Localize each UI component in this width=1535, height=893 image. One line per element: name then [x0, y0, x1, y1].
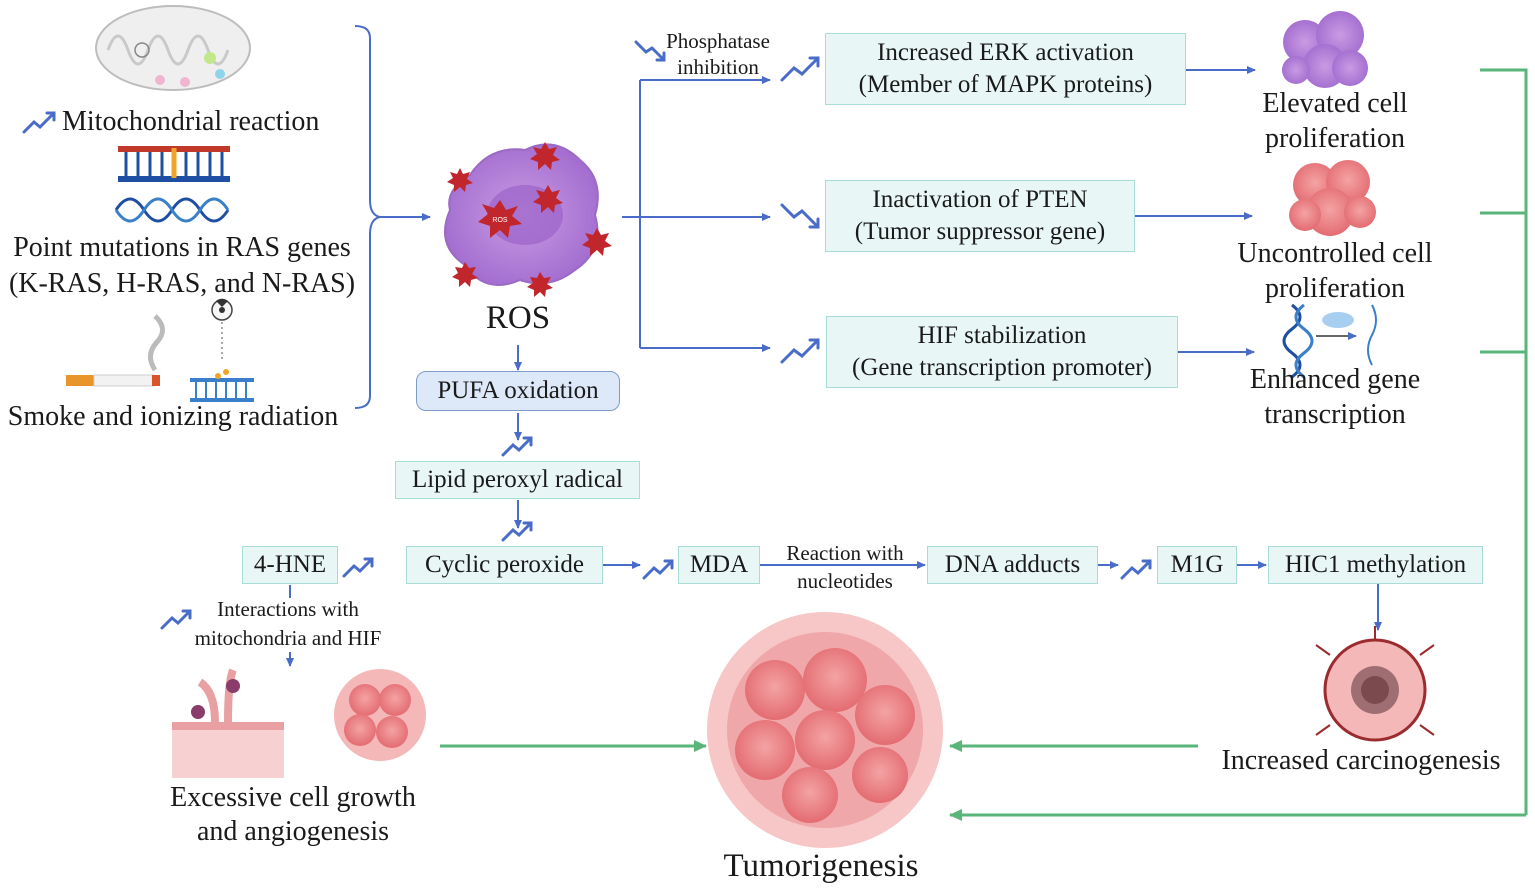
erk-line-2: (Member of MAPK proteins): [858, 71, 1153, 98]
upregulation-icon: [160, 436, 1152, 630]
tumor-mass-icon: [707, 612, 943, 848]
smoke-radiation-label: Smoke and ionizing radiation: [7, 401, 339, 432]
uncontrolled-proliferation-1: Uncontrolled cell: [1237, 238, 1433, 269]
tumor-cluster-icon: [334, 669, 426, 761]
hif-line-1: HIF stabilization: [917, 321, 1087, 349]
hif-stabilization-box: HIF stabilization (Gene transcription pr…: [826, 316, 1178, 388]
mitochondrion-icon: [95, 5, 251, 91]
pufa-oxidation-box: PUFA oxidation: [416, 371, 620, 411]
downregulation-icon: [634, 40, 666, 62]
pten-inactivation-box: Inactivation of PTEN (Tumor suppressor g…: [825, 180, 1135, 252]
uncontrolled-proliferation-2: proliferation: [1265, 273, 1405, 304]
reaction-nucleotides-2: nucleotides: [797, 569, 893, 593]
dna-mutation-icon: [114, 146, 230, 223]
m1g-box: M1G: [1157, 546, 1237, 584]
ros-label: ROS: [485, 300, 551, 336]
dna-adducts-box: DNA adducts: [927, 546, 1098, 584]
hif-line-2: (Gene transcription promoter): [852, 354, 1152, 381]
ras-mutation-label-2: (K-RAS, H-RAS, and N-RAS): [8, 268, 356, 299]
carcinogenic-cell-icon: [1315, 626, 1435, 742]
right-green-rail: [440, 68, 1528, 821]
tumorigenesis-label: Tumorigenesis: [723, 848, 919, 884]
cigarette-icon: [66, 314, 165, 387]
cyclic-peroxide-box: Cyclic peroxide: [406, 546, 603, 584]
phosphatase-label-1: Phosphatase: [666, 29, 770, 53]
ras-mutation-label-1: Point mutations in RAS genes: [13, 232, 351, 263]
pten-line-1: Inactivation of PTEN: [872, 185, 1088, 213]
pten-line-2: (Tumor suppressor gene): [854, 218, 1106, 245]
gene-transcription-icon: [1282, 303, 1377, 379]
erk-activation-box: Increased ERK activation (Member of MAPK…: [825, 33, 1186, 105]
upregulation-icon: [780, 338, 820, 364]
lipid-peroxyl-box: Lipid peroxyl radical: [395, 461, 640, 499]
svg-text:ROS: ROS: [492, 217, 508, 224]
mitochondrial-reaction-label: Mitochondrial reaction: [62, 106, 320, 137]
angiogenesis-icon: [172, 668, 284, 778]
elevated-proliferation-2: proliferation: [1265, 123, 1405, 154]
upregulation-arrow-to-hne: [342, 557, 374, 578]
radiation-icon: [190, 298, 254, 402]
proliferating-cells-icon: [1282, 11, 1368, 88]
interactions-label-2: mitochondria and HIF: [194, 626, 382, 650]
excessive-growth-label-2: and angiogenesis: [196, 816, 390, 847]
elevated-proliferation-1: Elevated cell: [1262, 88, 1408, 119]
upregulation-icon: [780, 56, 820, 82]
increased-carcinogenesis-label: Increased carcinogenesis: [1221, 745, 1501, 776]
ros-branch-lines: [622, 76, 771, 352]
hic1-methylation-box: HIC1 methylation: [1268, 546, 1483, 584]
ros-cell-icon: ROS: [444, 142, 612, 297]
sources-bracket: [354, 25, 381, 409]
enhanced-transcription-1: Enhanced gene: [1249, 364, 1421, 395]
interactions-label-1: Interactions with: [217, 597, 359, 621]
mda-box: MDA: [678, 546, 760, 584]
erk-line-1: Increased ERK activation: [877, 38, 1134, 66]
phosphatase-label-2: inhibition: [677, 55, 759, 79]
reaction-nucleotides-1: Reaction with: [786, 541, 904, 565]
hne-box: 4-HNE: [242, 546, 338, 584]
excessive-growth-label-1: Excessive cell growth: [170, 782, 416, 813]
enhanced-transcription-2: transcription: [1264, 399, 1406, 430]
upregulation-icon: [22, 111, 56, 134]
tumor-cluster-icon: [1289, 160, 1376, 236]
downregulation-icon: [780, 203, 820, 229]
